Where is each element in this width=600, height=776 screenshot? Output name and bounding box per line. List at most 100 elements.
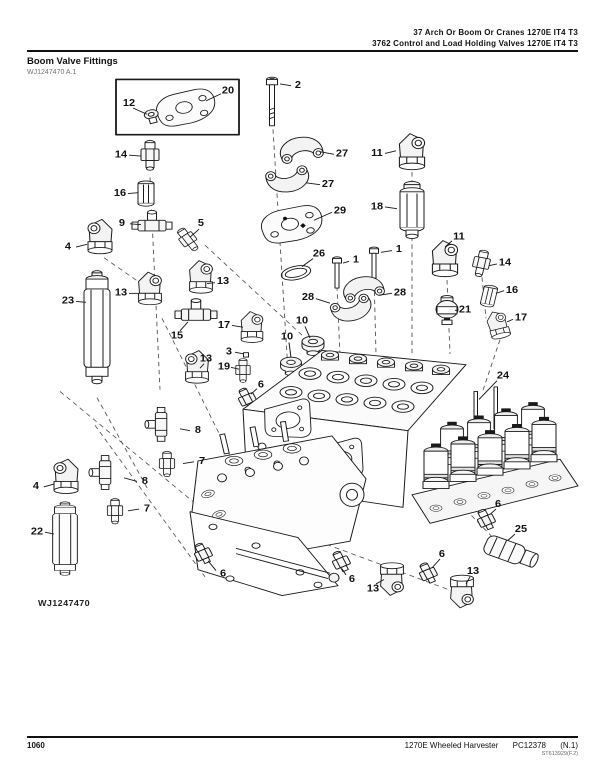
footer-right: 1270E Wheeled Harvester PC12378 (N.1)	[405, 741, 578, 750]
part-fitting-21	[435, 295, 459, 326]
part-bolt-2	[266, 76, 278, 127]
header-line-2: 3762 Control and Load Holding Valves 127…	[372, 39, 578, 48]
callout-leader-24	[478, 380, 498, 400]
callout-10: 10	[296, 316, 308, 326]
callout-22: 22	[31, 527, 43, 537]
header-line-1: 37 Arch Or Boom Or Cranes 1270E IT4 T3	[413, 28, 578, 37]
callout-28: 28	[394, 288, 406, 298]
callout-leader-16	[127, 192, 139, 194]
callout-6: 6	[439, 549, 445, 559]
callout-leader-6	[207, 560, 217, 571]
callout-leader-22	[44, 531, 55, 535]
callout-13: 13	[217, 277, 229, 287]
callout-leader-28	[378, 292, 393, 296]
part-elbow-17l	[240, 311, 264, 343]
part-fitting-16l	[137, 180, 155, 207]
part-union-7a	[158, 451, 176, 478]
callout-13: 13	[367, 584, 379, 594]
callout-24: 24	[497, 371, 509, 381]
section-title: Boom Valve Fittings	[27, 56, 118, 67]
part-clamp-27a	[276, 133, 325, 165]
callout-6: 6	[258, 380, 264, 390]
parts-drawing	[52, 76, 579, 609]
callout-26: 26	[313, 249, 325, 259]
callout-leader-10	[304, 326, 311, 339]
callout-leader-13	[206, 282, 216, 285]
part-union-7b	[106, 498, 124, 525]
callout-18: 18	[371, 202, 383, 212]
part-elbow-17r	[484, 308, 512, 341]
callout-leader-4	[75, 243, 88, 248]
callout-1: 1	[396, 245, 402, 255]
callout-20: 20	[222, 86, 234, 96]
part-plate-29	[258, 202, 326, 246]
callout-leader-10	[288, 342, 292, 358]
part-plate-20	[152, 85, 220, 130]
callout-21: 21	[459, 305, 471, 315]
callout-4: 4	[33, 482, 39, 492]
revision-code: (N.1)	[560, 741, 578, 750]
callout-14: 14	[115, 150, 127, 160]
inset-detail-box	[115, 78, 240, 136]
callout-leader-4	[43, 483, 55, 488]
part-fitting-14r	[469, 248, 493, 279]
callout-23: 23	[62, 296, 74, 306]
callout-6: 6	[495, 499, 501, 509]
part-tee-8b	[88, 455, 112, 490]
callout-leader-8	[179, 428, 191, 432]
page-number: 1060	[27, 741, 45, 750]
callout-8: 8	[195, 425, 201, 435]
callout-leader-1	[380, 250, 393, 253]
part-elbow-13b	[189, 260, 213, 294]
callout-16: 16	[114, 188, 126, 198]
callout-16: 16	[506, 286, 518, 296]
part-clamp-27b	[264, 164, 313, 196]
callout-leader-7	[182, 461, 195, 465]
callout-6: 6	[349, 574, 355, 584]
part-elbow-13d	[380, 562, 404, 596]
part-valve-25	[481, 533, 542, 572]
callout-11: 11	[371, 148, 383, 158]
diagram-svg: 2201214162727112918954261111231313282821…	[31, 76, 579, 609]
part-fitting-18	[399, 180, 425, 239]
callout-leader-13	[375, 579, 385, 585]
callout-leader-14	[128, 154, 142, 157]
footer-rule	[27, 736, 578, 738]
callout-7: 7	[199, 457, 205, 467]
part-elbow-13e	[450, 574, 474, 609]
part-oring-26	[279, 262, 313, 284]
callout-leader-13	[465, 576, 471, 585]
callout-leader-17	[506, 318, 514, 323]
callout-leader-1	[342, 260, 350, 264]
part-tee-9	[131, 209, 173, 232]
callout-leader-5	[189, 228, 200, 238]
callout-leader-16	[495, 290, 505, 294]
part-tee-15	[174, 298, 218, 321]
callout-12: 12	[123, 98, 135, 108]
callout-13: 13	[115, 288, 127, 298]
callout-leader-8	[123, 477, 138, 482]
part-bolt-1b	[369, 246, 379, 279]
part-seal-3	[243, 352, 249, 358]
product-name: 1270E Wheeled Harvester	[404, 741, 499, 750]
callout-25: 25	[515, 524, 527, 534]
callout-4: 4	[65, 242, 71, 252]
callout-leader-23	[75, 300, 87, 303]
figure-code: WJ1247470 A.1	[27, 69, 77, 76]
catalog-code: PC12378	[512, 741, 546, 750]
part-elbow-13a	[138, 271, 162, 306]
callout-27: 27	[322, 179, 334, 189]
callout-leader-12	[132, 107, 148, 115]
callout-8: 8	[142, 476, 148, 486]
callout-leader-25	[507, 533, 516, 541]
callout-leader-15	[179, 321, 189, 332]
part-bolt-1a	[332, 256, 342, 289]
callout-13: 13	[467, 566, 479, 576]
lower-valve-assembly	[189, 420, 367, 596]
part-elbow-11b	[431, 240, 459, 278]
callout-leader-11	[384, 150, 397, 154]
callout-leader-2	[279, 83, 292, 87]
callout-5: 5	[198, 219, 204, 229]
